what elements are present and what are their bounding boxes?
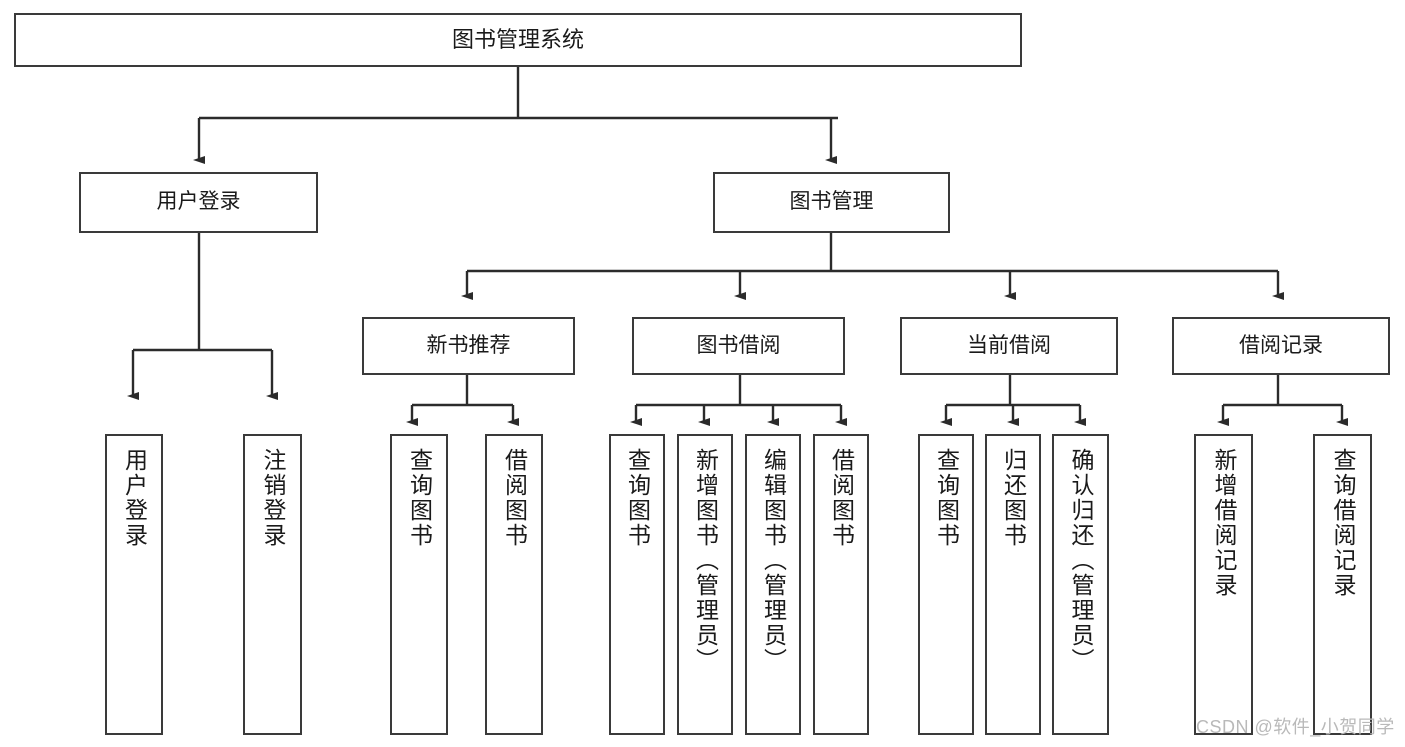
node-label: 查询借阅记录 — [1330, 448, 1356, 598]
leaf-user-login-logout[interactable]: 注销登录 — [243, 434, 302, 735]
leaf-current-query-book[interactable]: 查询图书 — [918, 434, 974, 735]
leaf-borrow-query-book[interactable]: 查询图书 — [609, 434, 665, 735]
node-label: 新书推荐 — [426, 333, 511, 357]
node-label: 借阅图书 — [828, 448, 855, 548]
leaf-user-login-login[interactable]: 用户登录 — [105, 434, 163, 735]
leaf-recommend-query-book[interactable]: 查询图书 — [390, 434, 448, 735]
node-label: 归还图书 — [1000, 448, 1027, 548]
leaf-records-query-record[interactable]: 查询借阅记录 — [1313, 434, 1372, 735]
node-label: 注销登录 — [260, 448, 286, 548]
leaf-current-return-book[interactable]: 归还图书 — [985, 434, 1041, 735]
node-label: 当前借阅 — [967, 333, 1051, 357]
node-label: 编辑图书（管理员） — [760, 448, 787, 673]
node-label: 查询图书 — [933, 448, 960, 548]
node-label: 用户登录 — [121, 448, 148, 548]
leaf-records-add-record[interactable]: 新增借阅记录 — [1194, 434, 1253, 735]
leaf-borrow-add-book-admin[interactable]: 新增图书（管理员） — [677, 434, 733, 735]
node-borrow-records[interactable]: 借阅记录 — [1172, 317, 1390, 375]
node-label: 新增图书（管理员） — [692, 448, 719, 673]
node-label: 借阅记录 — [1239, 333, 1323, 357]
node-label: 确认归还（管理员） — [1068, 448, 1094, 673]
node-label: 新增借阅记录 — [1211, 448, 1237, 598]
leaf-recommend-borrow-book[interactable]: 借阅图书 — [485, 434, 543, 735]
node-label: 用户登录 — [156, 190, 241, 214]
leaf-current-confirm-return-admin[interactable]: 确认归还（管理员） — [1052, 434, 1109, 735]
node-user-login[interactable]: 用户登录 — [79, 172, 318, 233]
node-label: 图书管理系统 — [451, 27, 584, 53]
csdn-watermark: CSDN @软件_小贺同学 — [1196, 717, 1395, 737]
node-label: 借阅图书 — [501, 448, 528, 548]
node-current-borrow[interactable]: 当前借阅 — [900, 317, 1118, 375]
leaf-borrow-borrow-book[interactable]: 借阅图书 — [813, 434, 869, 735]
node-root-system[interactable]: 图书管理系统 — [14, 13, 1022, 67]
node-label: 查询图书 — [624, 448, 651, 548]
node-label: 查询图书 — [406, 448, 433, 548]
node-label: 图书管理 — [789, 190, 874, 214]
node-book-borrow[interactable]: 图书借阅 — [632, 317, 845, 375]
node-new-book-recommend[interactable]: 新书推荐 — [362, 317, 575, 375]
node-book-management[interactable]: 图书管理 — [713, 172, 950, 233]
leaf-borrow-edit-book-admin[interactable]: 编辑图书（管理员） — [745, 434, 801, 735]
node-label: 图书借阅 — [696, 333, 781, 357]
